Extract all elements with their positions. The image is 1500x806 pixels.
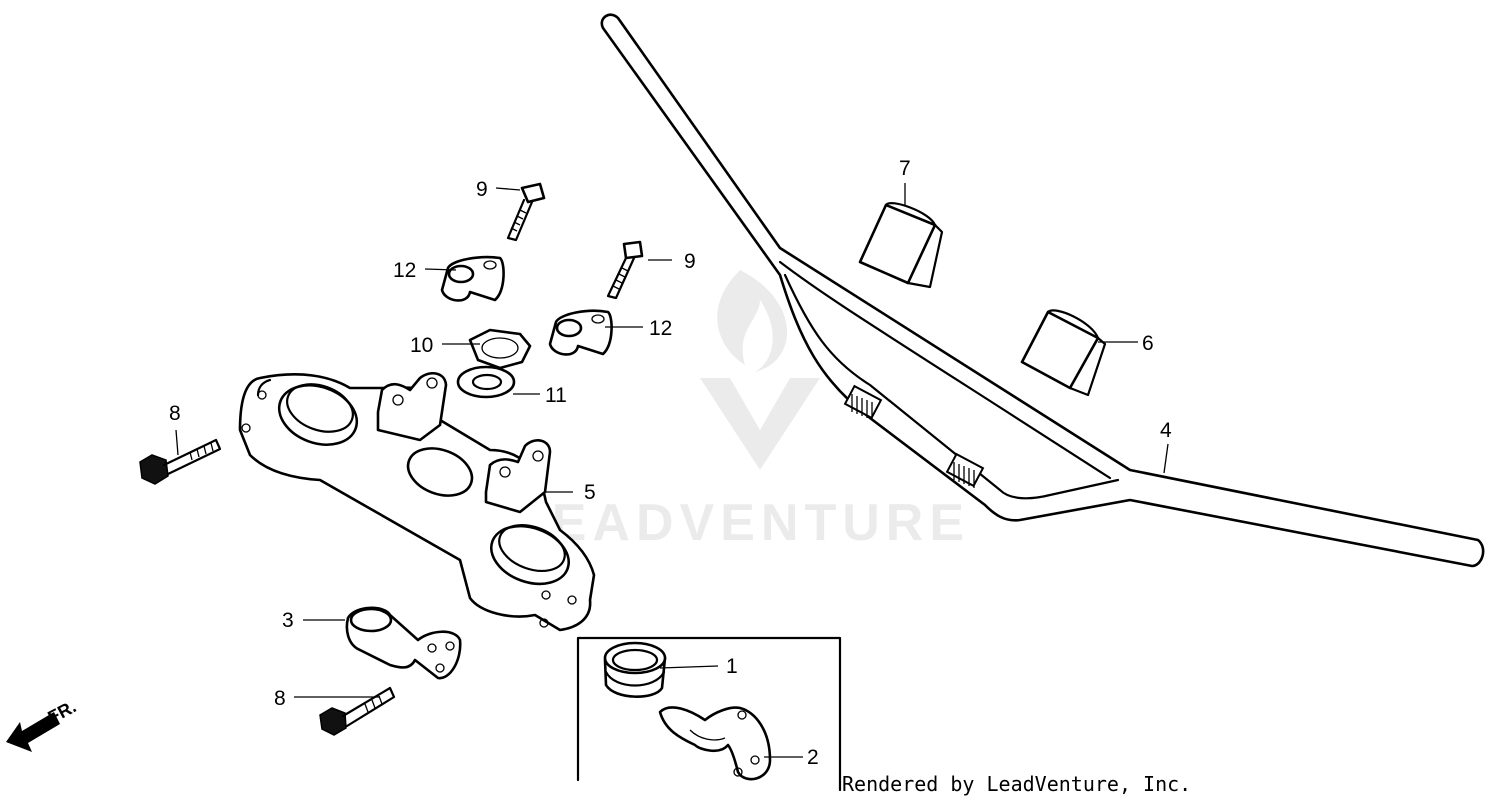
washer-11 xyxy=(456,365,516,399)
callout-12-left: 12 xyxy=(393,259,416,282)
callout-9-left: 9 xyxy=(476,178,488,201)
render-credit: Rendered by LeadVenture, Inc. xyxy=(842,772,1192,796)
handlebar xyxy=(600,13,1485,568)
bolt-9-right xyxy=(606,240,644,300)
nut-10 xyxy=(468,328,532,370)
clamp-12-left xyxy=(440,255,505,302)
callout-12-right: 12 xyxy=(649,317,672,340)
callout-10: 10 xyxy=(410,334,433,357)
callout-3: 3 xyxy=(282,609,294,632)
bracket-3 xyxy=(345,606,462,680)
watermark-text: LEADVENTURE xyxy=(514,494,970,552)
callout-7: 7 xyxy=(899,157,911,180)
callout-5: 5 xyxy=(584,481,596,504)
callout-8-lower: 8 xyxy=(274,687,286,710)
bracket-2 xyxy=(658,706,772,781)
part-7-pad xyxy=(858,202,944,289)
bolt-8-lower xyxy=(319,686,396,736)
bolt-8-upper xyxy=(139,438,222,485)
leader-lines xyxy=(175,183,1169,758)
callout-6: 6 xyxy=(1142,332,1154,355)
inset-frame xyxy=(576,636,842,792)
front-direction-arrow: FR. xyxy=(6,696,79,752)
callout-1: 1 xyxy=(726,655,738,678)
part-6-pad xyxy=(1020,309,1107,397)
callout-11: 11 xyxy=(545,384,567,407)
callout-labels: 1 2 3 4 5 6 7 8 8 9 9 10 11 12 12 xyxy=(169,157,1172,769)
callout-8-upper: 8 xyxy=(169,402,181,425)
top-bridge xyxy=(238,371,596,632)
watermark: LEADVENTURE xyxy=(514,270,970,552)
clamp-12-right xyxy=(548,309,613,356)
callout-4: 4 xyxy=(1160,419,1172,442)
ring-1 xyxy=(603,641,667,698)
callout-2: 2 xyxy=(807,746,819,769)
callout-9-right: 9 xyxy=(684,250,696,273)
bolt-9-left xyxy=(506,182,546,242)
